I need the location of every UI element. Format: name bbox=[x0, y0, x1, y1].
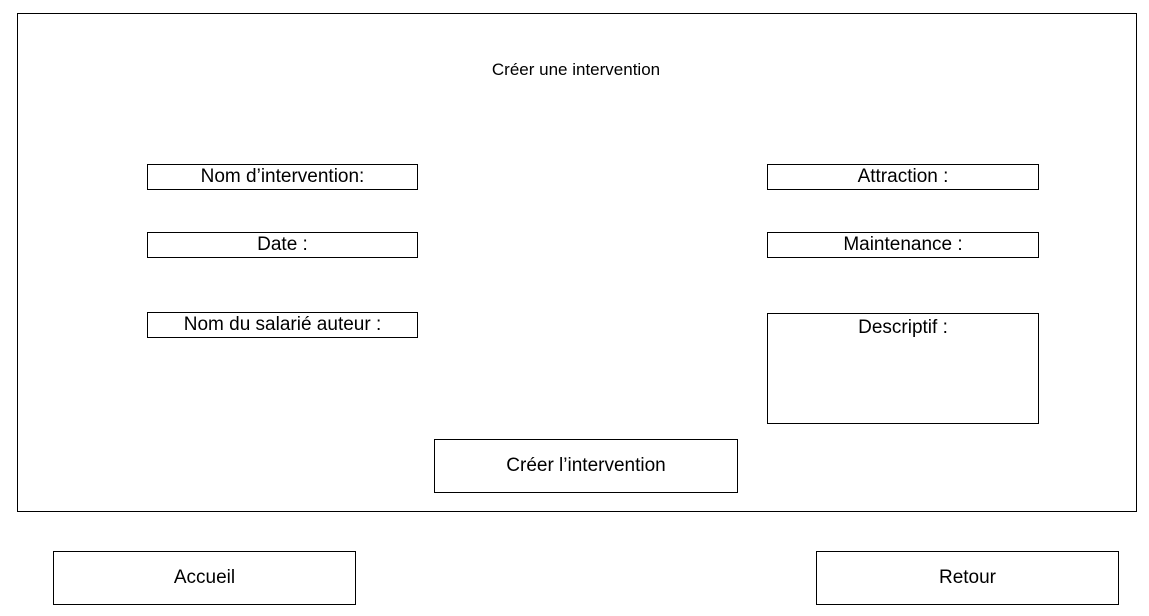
nom-intervention-field[interactable]: Nom d’intervention: bbox=[147, 164, 418, 190]
date-field[interactable]: Date : bbox=[147, 232, 418, 258]
page-title: Créer une intervention bbox=[491, 60, 661, 79]
maintenance-field[interactable]: Maintenance : bbox=[767, 232, 1039, 258]
back-button[interactable]: Retour bbox=[816, 551, 1119, 605]
home-button[interactable]: Accueil bbox=[53, 551, 356, 605]
create-intervention-panel bbox=[17, 13, 1137, 512]
attraction-field[interactable]: Attraction : bbox=[767, 164, 1039, 190]
descriptif-textarea[interactable]: Descriptif : bbox=[767, 313, 1039, 424]
create-intervention-button[interactable]: Créer l’intervention bbox=[434, 439, 738, 493]
nom-salarie-auteur-field[interactable]: Nom du salarié auteur : bbox=[147, 312, 418, 338]
